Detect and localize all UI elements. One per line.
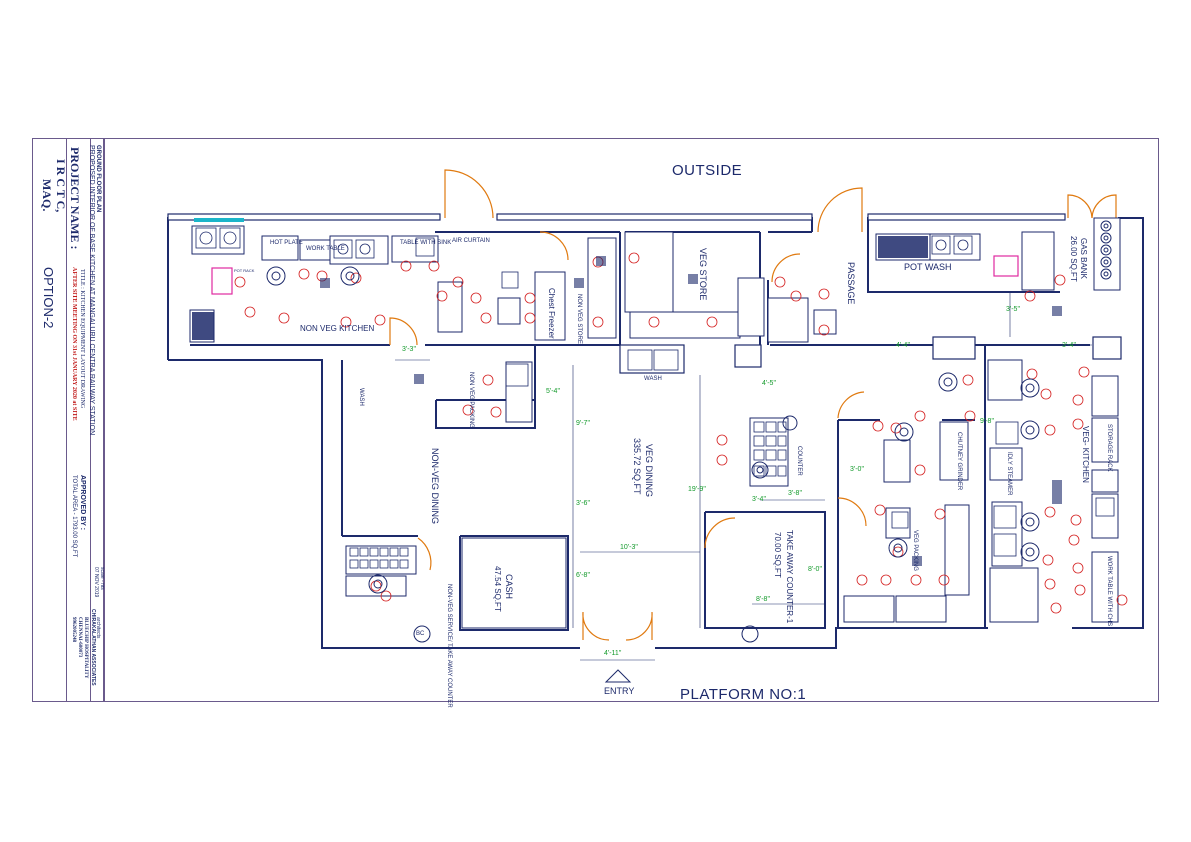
chutney-grinder-label: CHUTNEY GRINDER [956, 432, 962, 491]
gas-bank-label: GAS BANK [1079, 238, 1088, 279]
wall-east [1072, 217, 1144, 629]
title-line: TITLE : KITCHEN EQUIPMENT LAYOUT DRAWING [79, 269, 85, 409]
gas-bank-area: 26.00 SQ.FT [1069, 236, 1078, 282]
take-away-counter-label: TAKE AWAY COUNTER-1 [785, 530, 794, 624]
project-name: I R C T C, [54, 159, 68, 213]
dimension-label: 4'-11" [604, 650, 622, 657]
non-veg-dining-label: NON-VEG DINING [430, 448, 440, 525]
bc-label: BC [416, 631, 425, 637]
wash-left-label: WASH [358, 388, 364, 406]
dimension-label: 9'-7" [576, 420, 590, 427]
dimension-label: 8'-0" [808, 566, 822, 573]
site-meeting-note: AFTER SITE MEETING ON 31st JANUARY 2020 … [71, 267, 77, 421]
chest-freezer-label: Chest Freezer [547, 288, 556, 339]
firm-role: architects [95, 617, 101, 639]
counter-label: COUNTER [796, 446, 802, 476]
idly-steamer-label: IDLY STEAMER [1006, 452, 1012, 496]
drawing-frame [104, 138, 1159, 702]
work-table-label: WORK TABLE [306, 246, 345, 252]
air-curtain-label: AIR CURTAIN [452, 238, 490, 244]
dimension-label: 3'-4" [1062, 342, 1076, 349]
dimension-label: 5'-4" [546, 388, 560, 395]
total-area: TOTAL AREA - 1793.00 SQ.FT [71, 475, 77, 558]
dimension-label: 3'-4" [752, 496, 766, 503]
pot-rack-label: POT RACK [234, 268, 255, 273]
wash-top-label: WASH [644, 376, 662, 382]
dimension-label: 9'-8" [980, 418, 994, 425]
option-label: OPTION-2 [41, 267, 56, 329]
project-name-column [33, 139, 67, 701]
wall-south-west [168, 359, 580, 649]
client-city: CHENNAI-600073 [77, 617, 82, 658]
storage-rack-label: STORAGE RACK [1106, 424, 1112, 472]
firm-name: CHIRAKALATHAN ASSOCIATES [90, 609, 96, 686]
dimension-label: 8'-8" [756, 596, 770, 603]
dimension-label: 3'-6" [576, 500, 590, 507]
dimension-label: 3'-0" [850, 466, 864, 473]
dimension-label: 4'-5" [762, 380, 776, 387]
veg-dining-label: VEG DINING [644, 444, 654, 498]
dimension-label: 10'-3" [620, 544, 638, 551]
non-veg-service-label: NON-VEG SERVICE/ TAKE AWAY COUNTER [446, 584, 452, 708]
door-north-mid [817, 187, 863, 233]
client-name: BLUECHIP HOSPITALITY [83, 617, 88, 679]
outside-label: OUTSIDE [672, 162, 743, 179]
platform-label: PLATFORM NO:1 [680, 686, 807, 703]
work-table-with-chs-label: WORK TABLE WITH CHS [1106, 556, 1112, 627]
door-north-west [444, 169, 494, 219]
take-away-area: 70.00 SQ.FT [773, 532, 782, 578]
project-name-label: PROJECT NAME : [68, 147, 82, 250]
passage-label: PASSAGE [846, 262, 856, 305]
approved-by: APPROVED BY : [79, 475, 86, 531]
title-block: PROJECT NAME : I R C T C, MAQ. OPTION-2 … [32, 138, 105, 702]
dimension-label: 3'-5" [1006, 306, 1020, 313]
plan-title: GROUND FLOOR PLAN [95, 145, 101, 213]
plan-description: PROPOSED INTERIOR OF BASE KITCHEN AT MAN… [88, 145, 95, 436]
non-veg-store-label: NON VEG STORE [576, 294, 582, 344]
cash-label: CASH [504, 574, 514, 600]
dimension-label: 19'-9" [688, 486, 706, 493]
veg-kitchen-label: VEG- KITCHEN [1081, 426, 1090, 483]
dimension-label: 3'-8" [788, 490, 802, 497]
dimension-label: 3'-3" [402, 346, 416, 353]
wall-south-east [655, 627, 988, 649]
non-veg-kitchen-label: NON VEG KITCHEN [300, 324, 375, 333]
description-column [67, 139, 91, 701]
veg-packing-label: VEG PACKING [912, 530, 918, 571]
pot-wash-label: POT WASH [904, 262, 952, 272]
hot-plate-label: HOT PLATE [270, 240, 303, 246]
door-north-east-1 [1067, 194, 1093, 219]
drawing-date: 07 NOV 2019 [93, 567, 99, 598]
dimension-label: 6'-8" [576, 572, 590, 579]
table-with-sink-label: TABLE WITH SINK [400, 240, 452, 246]
non-veg-packing-label: NON VEG PACKING [468, 372, 474, 428]
entry-label: ENTRY [604, 686, 635, 696]
veg-dining-area: 335.72 SQ.FT [632, 438, 642, 495]
veg-store-label: VEG STORE [698, 248, 708, 301]
project-city: MAQ. [40, 179, 54, 212]
scale: scale - nts [99, 567, 105, 590]
client-phone: 9962005248 [71, 617, 76, 642]
dimension-label: 4'-4" [896, 342, 910, 349]
cash-area: 47.54 SQ.FT [493, 566, 502, 612]
